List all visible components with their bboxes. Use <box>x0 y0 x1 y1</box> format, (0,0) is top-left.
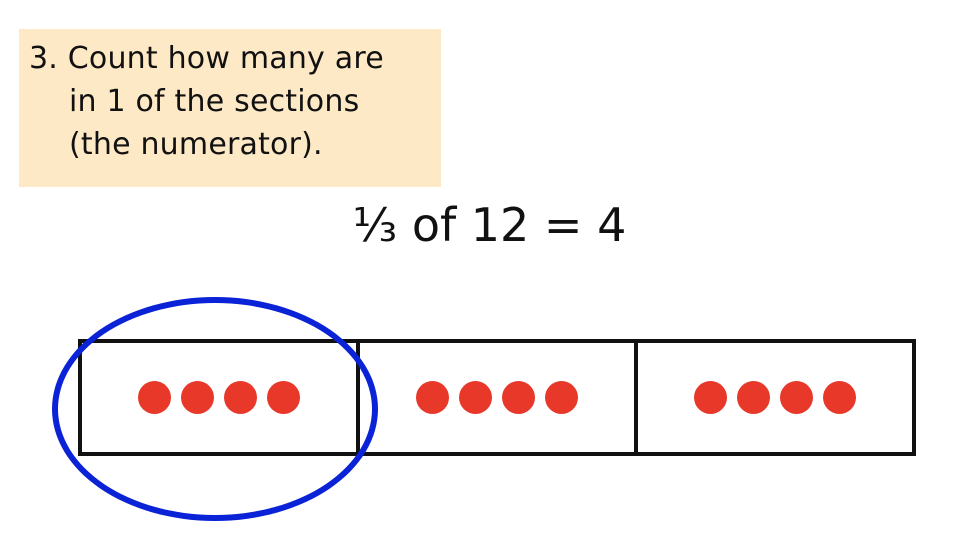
counter-dot <box>459 381 492 414</box>
section-2 <box>356 343 634 452</box>
instruction-line-3: (the numerator). <box>69 127 323 162</box>
instruction-box: 3. Count how many are in 1 of the sectio… <box>19 29 441 187</box>
counter-dot <box>780 381 813 414</box>
counter-dot <box>416 381 449 414</box>
counter-dot <box>823 381 856 414</box>
instruction-line-1: 3. Count how many are <box>29 41 384 76</box>
counter-dot <box>181 381 214 414</box>
counter-dot <box>267 381 300 414</box>
counter-dot <box>138 381 171 414</box>
instruction-line-2: in 1 of the sections <box>69 84 360 119</box>
section-3 <box>634 343 912 452</box>
counter-dot <box>694 381 727 414</box>
counter-dot <box>502 381 535 414</box>
counter-dot <box>224 381 257 414</box>
section-1 <box>82 343 356 452</box>
fraction-equation: ⅓ of 12 = 4 <box>352 198 627 252</box>
counter-dot <box>737 381 770 414</box>
fraction-bar <box>78 339 916 456</box>
counter-dot <box>545 381 578 414</box>
